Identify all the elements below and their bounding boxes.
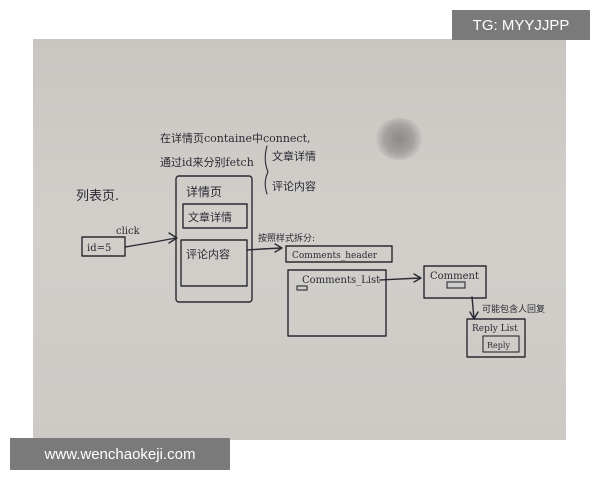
- reply-arrow: [471, 296, 475, 319]
- comment-inner-mark: [446, 281, 466, 289]
- click-label: click: [116, 226, 141, 237]
- note-fetch-article: 文章详情: [272, 149, 316, 163]
- comment-box: [423, 265, 487, 299]
- comments-header-label: Comments_header: [292, 251, 378, 261]
- note-fetch-comments: 评论内容: [272, 179, 316, 193]
- id-box-label: id=5: [87, 243, 111, 254]
- list-page-label: 列表页.: [76, 189, 119, 204]
- split-arrow: [246, 247, 282, 251]
- click-arrowhead: [168, 232, 178, 244]
- comments-header-box: [285, 245, 393, 263]
- article-detail-box: [182, 203, 248, 229]
- reply-list-label: Reply List: [472, 324, 518, 334]
- comment-arrow: [379, 277, 421, 281]
- comments-list-label: Comments_List: [302, 275, 380, 286]
- fetch-bracket: [264, 145, 269, 195]
- split-arrowhead: [274, 243, 283, 253]
- watermark-top-right: TG: MYYJJPP: [452, 10, 590, 40]
- detail-page-label: 详情页: [186, 184, 222, 199]
- note-container-connect: 在详情页containe中connect,: [160, 131, 311, 145]
- reply-box: [482, 335, 520, 353]
- detail-page-box: [175, 175, 253, 303]
- comments-list-item-mark: [296, 285, 308, 291]
- reply-list-box: [466, 318, 526, 358]
- split-note: 按照样式拆分:: [258, 232, 315, 244]
- comment-label: Comment: [430, 271, 479, 282]
- comment-content-label: 评论内容: [186, 247, 230, 261]
- comment-content-box: [180, 239, 248, 287]
- article-detail-label: 文章详情: [188, 210, 232, 224]
- blurred-smudge: [375, 118, 423, 160]
- comment-arrowhead: [413, 273, 422, 283]
- note-fetch-by-id: 通过id来分别fetch: [160, 156, 254, 169]
- reply-label: Reply: [487, 341, 510, 350]
- reply-note: 可能包含人回复: [482, 303, 545, 315]
- comments-list-box: [287, 269, 387, 337]
- click-arrow: [124, 237, 177, 248]
- watermark-bottom-left: www.wenchaokeji.com: [10, 438, 230, 470]
- paper-sheet: [33, 39, 566, 440]
